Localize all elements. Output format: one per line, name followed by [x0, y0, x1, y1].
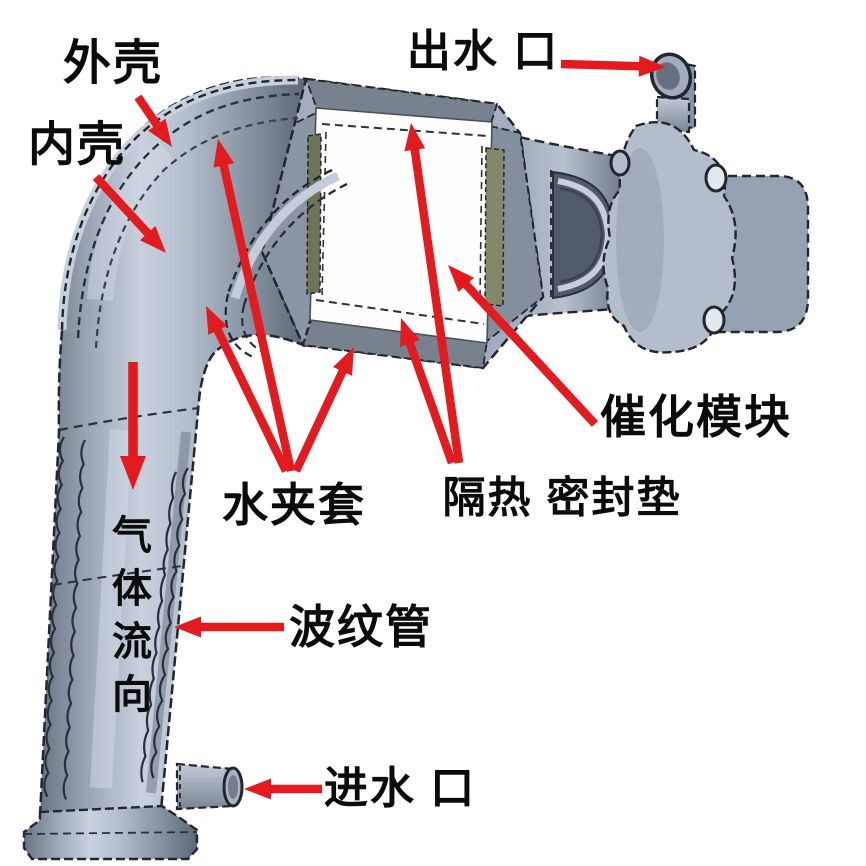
arrow-water-jacket-2-head [206, 306, 228, 335]
water-inlet-stub [175, 762, 244, 811]
label-water-outlet: 出水 口 [406, 27, 560, 76]
bolt-hole [609, 149, 631, 177]
arrow-outer-shell-head [148, 118, 172, 147]
arrow-inner-shell-head [139, 226, 166, 253]
arrow-gasket-2-head [400, 318, 420, 347]
label-water-inlet: 进水 口 [323, 764, 477, 813]
catalyst-module-face [309, 107, 493, 344]
arrow-water-outlet [560, 59, 652, 71]
arrow-gasket-1 [408, 137, 464, 464]
arrow-inner-shell [92, 174, 160, 245]
arrow-water-jacket-3-head [333, 347, 354, 376]
label-insulation-gasket: 隔热 密封垫 [442, 474, 682, 523]
arrow-water-jacket-1-head [213, 139, 235, 168]
mounting-flange [602, 121, 737, 354]
label-outer-shell: 外壳 [62, 37, 164, 90]
arrow-water-outlet-head [638, 55, 666, 77]
label-bellows: 波纹管 [289, 601, 433, 653]
elbow-and-downpipe [38, 75, 348, 818]
label-catalyst-module: 催化模块 [600, 391, 792, 443]
bolt-hole [702, 305, 726, 335]
bolt-hole [704, 163, 728, 193]
arrow-water-jacket-1 [217, 152, 296, 472]
corrugation-line [140, 471, 177, 783]
arrow-water-jacket-2 [208, 317, 290, 473]
water-outlet-stub [649, 52, 697, 134]
label-inner-shell: 内壳 [28, 117, 126, 171]
arrow-gasket-2 [401, 330, 457, 465]
label-water-jacket: 水夹套 [222, 479, 366, 531]
corrugation-line [150, 467, 189, 779]
arrow-bellows-head [174, 616, 201, 638]
catalyst-substrate-edge [306, 133, 322, 295]
corrugation-line [43, 436, 65, 798]
arrow-gasket-1-head [404, 123, 426, 152]
label-gas-flow-direction: 气体流向 [106, 514, 150, 726]
arrow-gas-flow-head [120, 456, 146, 490]
bellows-corrugations [43, 436, 189, 800]
leader-arrows [92, 55, 666, 800]
arrow-catalyst-head [448, 265, 475, 292]
corrugation-line [62, 439, 86, 800]
arrow-water-inlet-head [244, 778, 271, 800]
arrow-water-jacket-3 [292, 358, 352, 473]
arrow-catalyst [454, 273, 599, 427]
base-flange [22, 804, 199, 861]
catalyst-substrate-edge [484, 147, 505, 307]
